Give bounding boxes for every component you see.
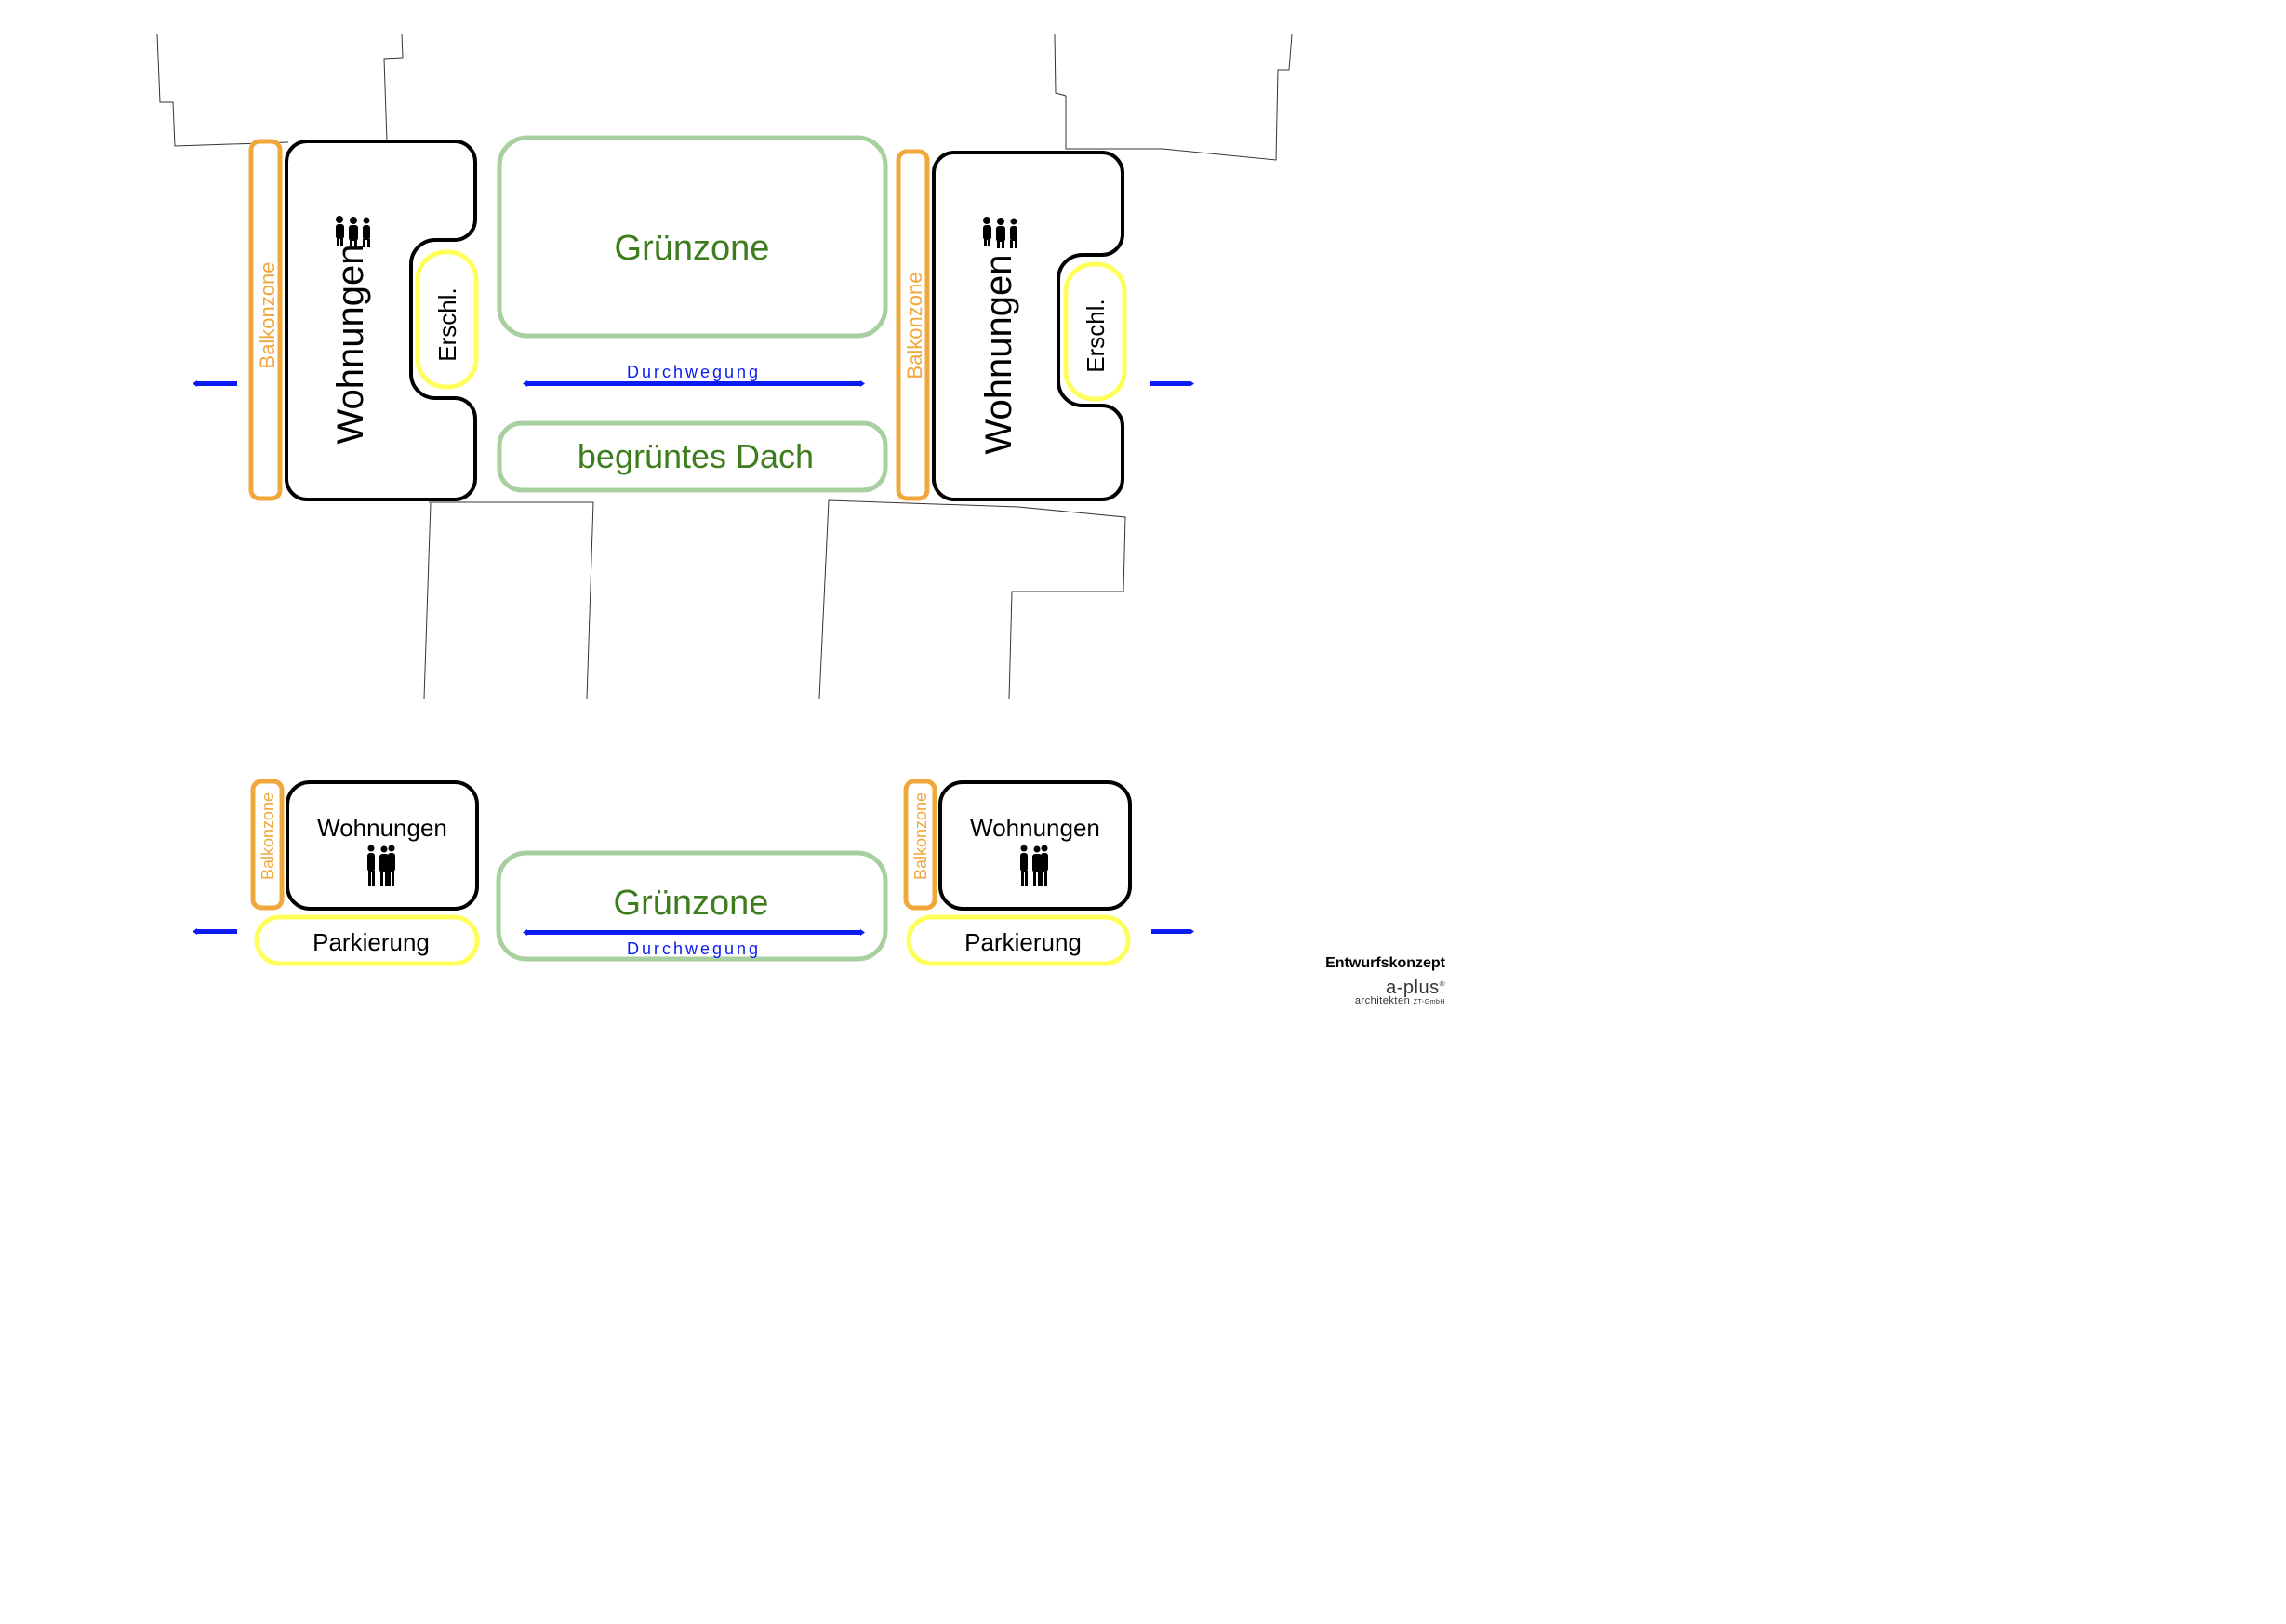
wohnungen-top-right: Wohnungen bbox=[932, 151, 1124, 501]
site-boundary-lines bbox=[156, 33, 1293, 699]
gruenzone-label: Grünzone bbox=[615, 229, 770, 268]
balkonzone-bottom-left: Balkonzone bbox=[250, 779, 285, 911]
diagram-title: Entwurfskonzept bbox=[1325, 955, 1445, 971]
parkierung-bottom-left: Parkierung bbox=[254, 914, 480, 966]
durchwegung-top: Durchwegung bbox=[523, 363, 865, 387]
durchwegung-label: Durchwegung bbox=[627, 363, 761, 381]
people-icon bbox=[336, 216, 370, 247]
durchwegung-bottom: Durchwegung bbox=[523, 929, 865, 958]
wohnungen-label: Wohnungen bbox=[970, 814, 1100, 842]
brand-subtitle: architekten ZT-GmbH bbox=[1325, 995, 1445, 1006]
balkonzone-top-left: Balkonzone bbox=[248, 139, 283, 501]
balkonzone-label: Balkonzone bbox=[911, 792, 930, 880]
parkierung-bottom-right: Parkierung bbox=[906, 914, 1131, 966]
erschl-top-left: Erschl. bbox=[415, 249, 479, 390]
balkonzone-label: Balkonzone bbox=[903, 273, 926, 379]
wohnungen-top-left: Wohnungen bbox=[285, 140, 477, 501]
brand-subtitle-suffix: ZT-GmbH bbox=[1413, 999, 1445, 1005]
brand-name: a-plus bbox=[1386, 978, 1440, 998]
durchwegung-stub-bottom-left bbox=[193, 928, 237, 935]
balkonzone-top-right: Balkonzone bbox=[896, 149, 930, 501]
durchwegung-stub-bottom-right bbox=[1151, 928, 1194, 935]
brand-subtitle-text: architekten bbox=[1354, 995, 1411, 1006]
parkierung-label: Parkierung bbox=[312, 928, 430, 956]
gruenzone-label: Grünzone bbox=[614, 884, 769, 923]
balkonzone-label: Balkonzone bbox=[259, 792, 277, 880]
wohnungen-bottom-left: Wohnungen bbox=[286, 780, 479, 911]
wohnungen-label: Wohnungen bbox=[330, 245, 371, 445]
begruentes-dach: begrüntes Dach bbox=[497, 420, 888, 493]
people-icon bbox=[983, 217, 1017, 248]
people-icon bbox=[1020, 845, 1048, 886]
durchwegung-stub-top-left bbox=[193, 380, 237, 387]
balkonzone-bottom-right: Balkonzone bbox=[903, 779, 937, 911]
brand-mark: ® bbox=[1439, 979, 1445, 989]
people-icon bbox=[367, 845, 395, 886]
wohnungen-label: Wohnungen bbox=[978, 255, 1019, 455]
brand-logo: a-plus® bbox=[1325, 978, 1445, 999]
parkierung-label: Parkierung bbox=[964, 928, 1082, 956]
begruentes-dach-label: begrüntes Dach bbox=[578, 437, 814, 475]
erschl-label: Erschl. bbox=[433, 287, 461, 361]
erschl-top-right: Erschl. bbox=[1063, 261, 1127, 402]
erschl-label: Erschl. bbox=[1082, 299, 1110, 372]
gruenzone-top: Grünzone bbox=[497, 135, 888, 339]
durchwegung-label: Durchwegung bbox=[627, 939, 761, 958]
concept-diagram: Balkonzone Wohnungen Erschl. Grünzone Du… bbox=[156, 33, 1293, 966]
durchwegung-stub-top-right bbox=[1150, 380, 1194, 387]
wohnungen-bottom-right: Wohnungen bbox=[938, 780, 1132, 911]
wohnungen-label: Wohnungen bbox=[317, 814, 447, 842]
footer: Entwurfskonzept a-plus® architekten ZT-G… bbox=[1325, 955, 1445, 1006]
gruenzone-bottom: Grünzone bbox=[496, 850, 888, 962]
balkonzone-label: Balkonzone bbox=[256, 262, 279, 369]
